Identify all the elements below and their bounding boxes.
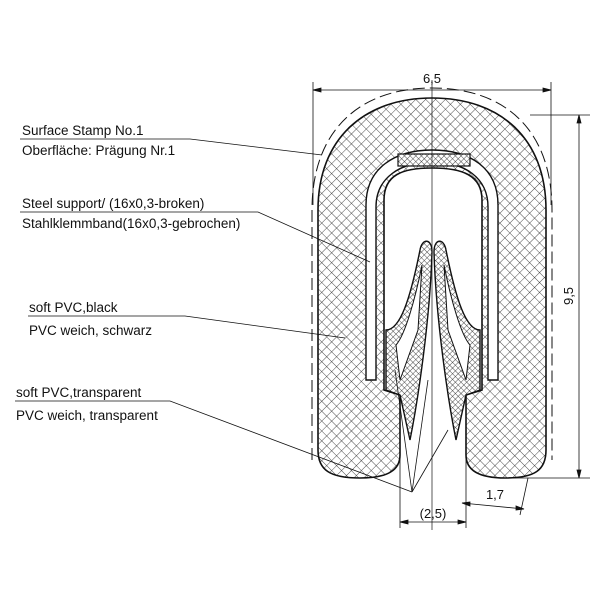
dimension-width-label: 6,5 (423, 71, 441, 86)
dimension-leg (461, 477, 529, 516)
lip-inner-white (395, 264, 471, 381)
dimension-leg-label: 1,7 (486, 487, 504, 502)
leader-lines (15, 138, 449, 493)
label-steel-de: Stahlklemmband(16x0,3-gebrochen) (22, 216, 240, 231)
label-pvc-black-en: soft PVC,black (29, 300, 118, 315)
surface-stamp (397, 153, 471, 167)
dimension-opening-label: (2,5) (420, 506, 447, 521)
dimension-width (312, 82, 552, 205)
label-pvc-black-de: PVC weich, schwarz (29, 323, 152, 338)
label-surface-de: Oberfläche: Prägung Nr.1 (22, 143, 175, 158)
dimension-height-label: 9,5 (561, 287, 576, 305)
dimension-opening (399, 455, 467, 528)
label-pvc-transparent-en: soft PVC,transparent (16, 385, 142, 400)
label-pvc-transparent-de: PVC weich, transparent (16, 408, 158, 423)
dimension-height (505, 114, 590, 479)
label-surface-en: Surface Stamp No.1 (22, 123, 144, 138)
label-steel-en: Steel support/ (16x0,3-broken) (22, 196, 204, 211)
